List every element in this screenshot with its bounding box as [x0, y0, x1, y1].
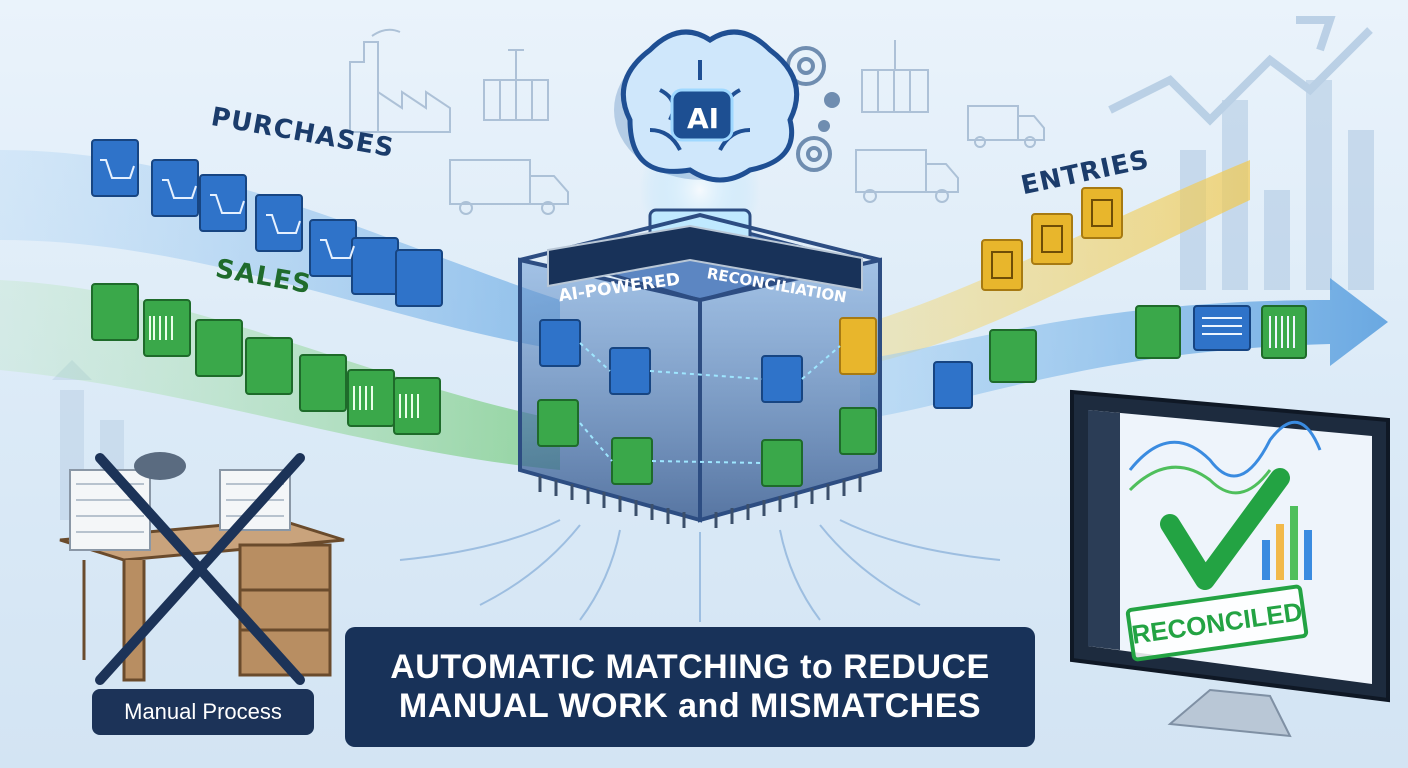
headline-line2: MANUAL WORK and MISMATCHES	[398, 687, 982, 725]
background-factory-icon	[349, 28, 451, 133]
core-title-left: AI-POWERED	[557, 269, 681, 306]
background-growth-chart	[52, 16, 1374, 520]
headline-line1: AUTOMATIC MATCHING to REDUCE	[390, 647, 990, 686]
ledger-book-icon	[981, 187, 1123, 291]
background-truck-icon	[449, 105, 1045, 215]
manual-desk	[59, 452, 345, 682]
core-title: AI-POWERED RECONCILIATION	[557, 264, 848, 306]
shopping-cart-icon	[91, 139, 443, 307]
manual-process-label: Manual Process	[92, 689, 314, 735]
manual-cross-icon	[95, 453, 305, 685]
purchase-documents	[91, 139, 443, 307]
check-mark-icon	[1160, 468, 1290, 590]
background-container-icon	[483, 40, 929, 121]
output-documents	[933, 305, 1307, 409]
sales-documents	[91, 283, 441, 435]
core-title-right: RECONCILIATION	[706, 264, 848, 306]
brain-icon	[614, 29, 800, 183]
output-stream-arrow	[860, 278, 1388, 420]
dashboard-monitor	[1070, 389, 1390, 738]
circuit-traces	[399, 519, 1001, 622]
barcode-icon	[91, 283, 441, 435]
core-documents	[537, 317, 877, 487]
headline-banner: AUTOMATIC MATCHING to REDUCE MANUAL WORK…	[345, 627, 1035, 747]
chip-pins	[538, 476, 862, 528]
ai-badge: AI	[686, 102, 720, 135]
core-title-ribbon	[547, 224, 863, 292]
